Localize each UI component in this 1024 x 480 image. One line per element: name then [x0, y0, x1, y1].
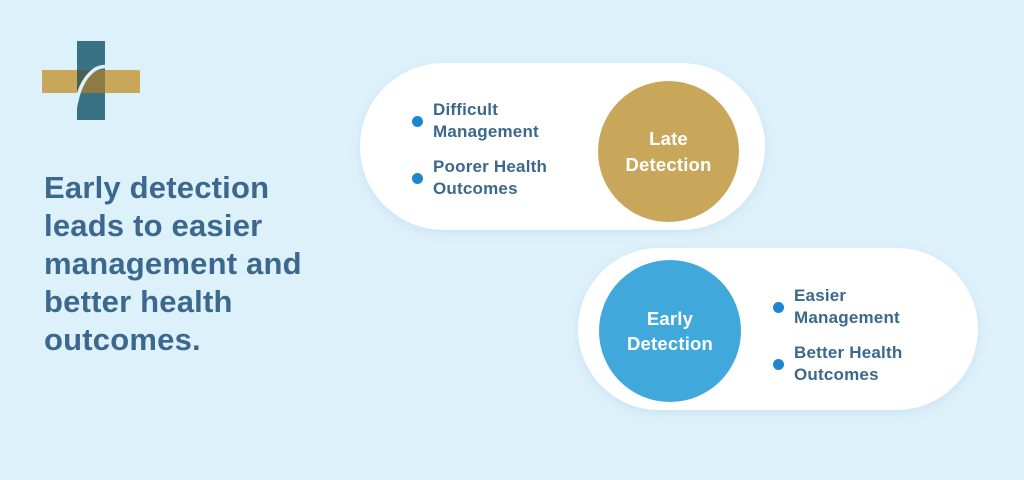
early-detection-badge: Early Detection: [599, 260, 741, 402]
late-detection-badge: Late Detection: [598, 81, 739, 222]
bullet-dot-icon: [412, 172, 423, 184]
early-detection-card: Early Detection Easier Management Better…: [578, 248, 978, 410]
badge-label: Early Detection: [626, 307, 714, 355]
badge-label: Late Detection: [625, 128, 712, 175]
bullet-label: Difficult Management: [433, 100, 539, 141]
list-item: Poorer Health Outcomes: [412, 156, 583, 200]
medical-cross-logo-icon: [42, 41, 140, 120]
bullet-dot-icon: [412, 115, 423, 127]
list-item: Better Health Outcomes: [773, 342, 944, 386]
list-item: Easier Management: [773, 285, 944, 329]
early-detection-bullet-list: Easier Management Better Health Outcomes: [773, 285, 944, 386]
list-item: Difficult Management: [412, 99, 583, 143]
headline: Early detection leads to easier manageme…: [44, 170, 302, 357]
bullet-dot-icon: [773, 301, 784, 313]
late-detection-bullet-list: Difficult Management Poorer Health Outco…: [412, 99, 583, 200]
bullet-label: Easier Management: [794, 286, 900, 327]
bullet-label: Poorer Health Outcomes: [433, 157, 548, 198]
bullet-label: Better Health Outcomes: [794, 343, 903, 384]
late-detection-card: Difficult Management Poorer Health Outco…: [360, 63, 765, 230]
bullet-dot-icon: [773, 358, 784, 370]
